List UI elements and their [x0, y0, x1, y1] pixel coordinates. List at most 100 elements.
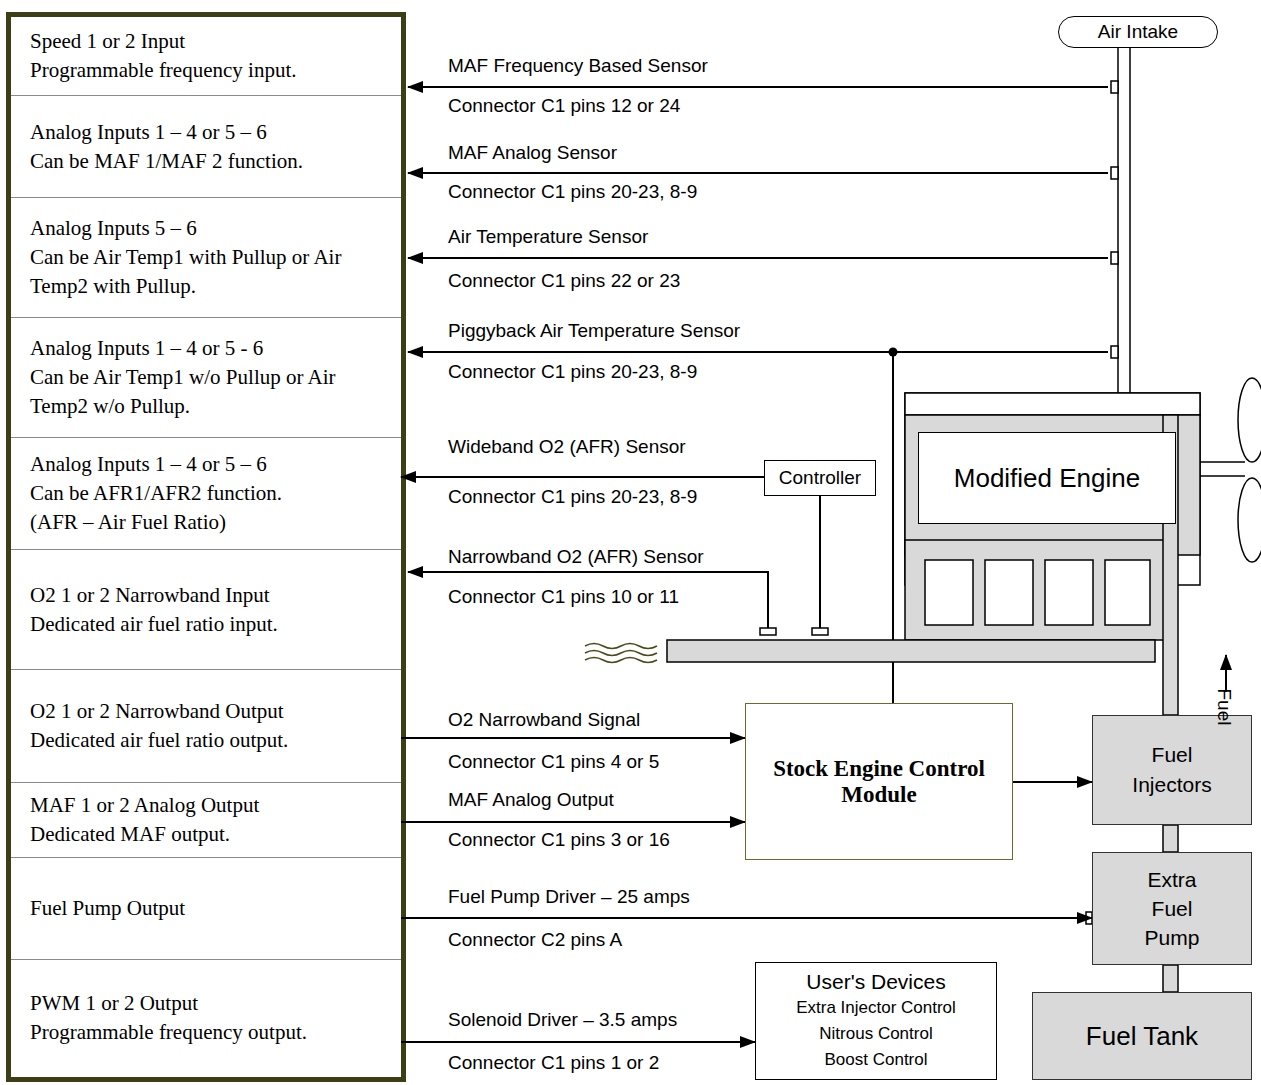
box-heading: MAF 1 or 2 Analog Output — [30, 791, 259, 820]
function-cell: Fuel Pump Output — [11, 858, 401, 960]
signal-label: Connector C1 pins 12 or 24 — [448, 95, 680, 117]
box-text: Programmable frequency output. — [30, 1018, 307, 1047]
engine-body — [1105, 560, 1150, 625]
exhaust-fumes — [585, 644, 657, 663]
box-heading: PWM 1 or 2 Output — [30, 989, 198, 1018]
box-text: Dedicated air fuel ratio output. — [30, 726, 288, 755]
component-box: Modified Engine — [918, 432, 1176, 524]
engine-body — [905, 393, 1200, 640]
connector-label: Fuel Pump Driver – 25 amps — [448, 886, 690, 908]
intake-pipe — [1118, 48, 1130, 393]
function-cell: MAF 1 or 2 Analog OutputDedicated MAF ou… — [11, 783, 401, 858]
exhaust-pipe — [667, 640, 1155, 662]
box-heading: Analog Inputs 1 – 4 or 5 – 6 — [30, 118, 267, 147]
signal-connector — [401, 737, 745, 739]
sensor-connector — [1111, 167, 1118, 179]
engine-body — [905, 393, 1200, 415]
fuel-flow-arrow — [1225, 655, 1227, 692]
sensor-lead — [408, 572, 768, 628]
sensor-lead — [408, 257, 1108, 259]
signal-connector — [401, 1041, 755, 1043]
signal-connector — [401, 476, 764, 478]
engine-body — [1045, 560, 1093, 625]
function-cell: O2 1 or 2 Narrowband OutputDedicated air… — [11, 670, 401, 783]
engine-body — [925, 560, 973, 625]
sensor-connector — [760, 628, 776, 635]
box-text: Boost Control — [825, 1047, 928, 1073]
box-text: Dedicated MAF output. — [30, 820, 230, 849]
box-heading: Extra Fuel Pump — [1137, 865, 1207, 952]
sensor-connector — [812, 628, 828, 635]
signal-connector — [1013, 781, 1092, 783]
box-text: Can be Air Temp1 w/o Pullup or Air Temp2… — [30, 363, 370, 421]
signal-label: Connector C1 pins 22 or 23 — [448, 270, 680, 292]
signal-label: Connector C1 pins 3 or 16 — [448, 829, 670, 851]
sensor-connector — [1111, 81, 1118, 93]
function-cell: Analog Inputs 1 – 4 or 5 - 6Can be Air T… — [11, 318, 401, 438]
component-box: Air Intake — [1058, 16, 1218, 48]
box-heading: User's Devices — [806, 969, 945, 995]
box-text: Can be Air Temp1 with Pullup or Air Temp… — [30, 243, 392, 301]
signal-label: Connector C2 pins A — [448, 929, 622, 951]
sensor-lead — [408, 351, 1108, 353]
fuel-pipe — [1163, 965, 1178, 992]
propeller — [1200, 378, 1261, 562]
function-cell: PWM 1 or 2 OutputProgrammable frequency … — [11, 960, 401, 1075]
function-cell: Analog Inputs 5 – 6Can be Air Temp1 with… — [11, 198, 401, 318]
box-text: (AFR – Air Fuel Ratio) — [30, 508, 226, 537]
component-box: Fuel Injectors — [1092, 715, 1252, 825]
exhaust-fumes — [585, 651, 657, 656]
connector-label: MAF Analog Output — [448, 789, 614, 811]
junction-dot — [889, 348, 898, 357]
signal-connector — [401, 821, 745, 823]
sensor-connector — [1111, 252, 1118, 264]
component-box: User's DevicesExtra Injector ControlNitr… — [755, 962, 997, 1080]
component-box: Fuel Tank — [1032, 992, 1252, 1080]
connector-label: O2 Narrowband Signal — [448, 709, 640, 731]
exhaust-fumes — [585, 644, 657, 649]
signal-label: Connector C1 pins 20-23, 8-9 — [448, 181, 697, 203]
box-heading: Speed 1 or 2 Input — [30, 27, 185, 56]
box-heading: Fuel Pump Output — [30, 894, 185, 923]
box-text: Nitrous Control — [819, 1021, 932, 1047]
box-heading: Fuel Injectors — [1112, 740, 1232, 800]
component-box: Extra Fuel Pump — [1092, 852, 1252, 965]
component-box: Controller — [764, 460, 876, 496]
propeller — [1238, 378, 1261, 462]
component-box: Stock Engine Control Module — [745, 703, 1013, 860]
exhaust-fumes — [585, 658, 657, 663]
sensor-lead — [819, 496, 821, 628]
intake-pipe — [1129, 48, 1131, 393]
sensor-lead — [408, 86, 1108, 88]
flow-label: Fuel — [1213, 689, 1235, 726]
engine-body — [905, 540, 1165, 640]
signal-label: MAF Frequency Based Sensor — [448, 55, 708, 77]
box-text: Dedicated air fuel ratio input. — [30, 610, 278, 639]
box-heading: Stock Engine Control Module — [764, 756, 994, 808]
sensor-lead — [408, 172, 1108, 174]
box-heading: Analog Inputs 1 – 4 or 5 - 6 — [30, 334, 263, 363]
signal-connector — [401, 917, 1092, 919]
function-cell: Speed 1 or 2 InputProgrammable frequency… — [11, 17, 401, 96]
signal-label: Air Temperature Sensor — [448, 226, 648, 248]
box-heading: O2 1 or 2 Narrowband Input — [30, 581, 270, 610]
engine-body — [905, 415, 1200, 555]
signal-label: MAF Analog Sensor — [448, 142, 617, 164]
signal-label: Piggyback Air Temperature Sensor — [448, 320, 740, 342]
function-cell: O2 1 or 2 Narrowband InputDedicated air … — [11, 550, 401, 670]
box-heading: Air Intake — [1098, 21, 1178, 43]
signal-label: Connector C1 pins 20-23, 8-9 — [448, 361, 697, 383]
sensor-connector — [1111, 346, 1118, 358]
signal-label: Narrowband O2 (AFR) Sensor — [448, 546, 704, 568]
connector-label: Wideband O2 (AFR) Sensor — [448, 436, 686, 458]
signal-label: Connector C1 pins 4 or 5 — [448, 751, 659, 773]
box-text: Programmable frequency input. — [30, 56, 297, 85]
signal-label: Connector C1 pins 10 or 11 — [448, 586, 679, 608]
connector-label: Solenoid Driver – 3.5 amps — [448, 1009, 677, 1031]
box-heading: Analog Inputs 5 – 6 — [30, 214, 197, 243]
intake-pipe — [1117, 48, 1119, 393]
propeller — [1200, 461, 1245, 463]
box-text: Extra Injector Control — [796, 995, 956, 1021]
signal-label: Connector C1 pins 20-23, 8-9 — [448, 486, 697, 508]
box-heading: Analog Inputs 1 – 4 or 5 – 6 — [30, 450, 267, 479]
